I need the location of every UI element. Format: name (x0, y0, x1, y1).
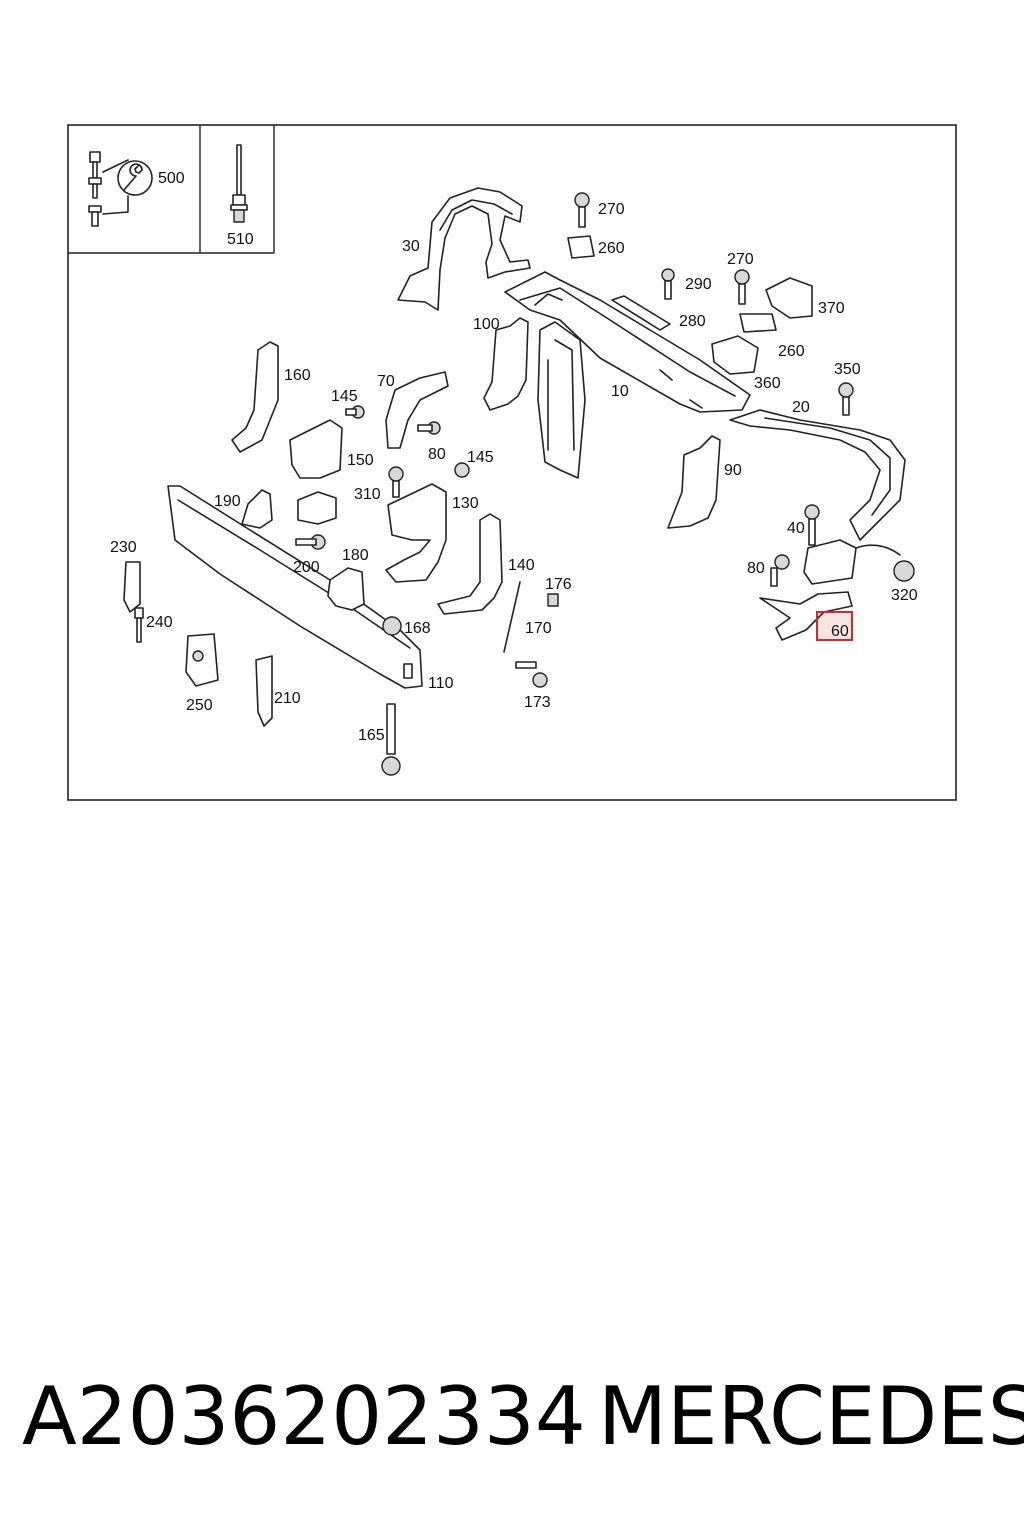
bolt-80-a (417, 421, 441, 435)
nut-168 (382, 616, 402, 636)
part-20 (729, 409, 906, 541)
inset-510-rivet (230, 144, 248, 223)
part-250 (185, 633, 219, 687)
brand-caption: MERCEDES (598, 1370, 1024, 1463)
label-80: 80 (747, 560, 765, 577)
part-100 (483, 317, 586, 479)
label-80: 80 (428, 446, 446, 463)
label-240: 240 (146, 614, 173, 631)
highlight-box (816, 611, 853, 641)
label-180: 180 (342, 547, 369, 564)
bolt-310 (388, 466, 404, 498)
bolt-290 (661, 268, 675, 300)
label-230: 230 (110, 539, 137, 556)
label-100: 100 (473, 316, 500, 333)
part-160 (231, 341, 279, 453)
part-70 (385, 371, 449, 449)
label-200: 200 (293, 559, 320, 576)
part-number-caption: A2036202334 (22, 1370, 586, 1463)
part-labels: 500 510 30 270 260 270 290 280 370 260 3… (110, 170, 918, 744)
part-110 (167, 485, 423, 689)
nut-145-b (454, 462, 470, 478)
label-290: 290 (685, 276, 712, 293)
bolt-270-a (574, 192, 590, 228)
label-360: 360 (754, 375, 781, 392)
label-130: 130 (452, 495, 479, 512)
bolt-200 (295, 534, 326, 550)
label-310: 310 (354, 486, 381, 503)
label-370: 370 (818, 300, 845, 317)
label-270: 270 (598, 201, 625, 218)
part-30 (397, 187, 531, 311)
label-60: 60 (831, 623, 849, 640)
bolt-270-b (734, 269, 750, 305)
part-10 (504, 271, 751, 413)
part-40-bracket (803, 539, 901, 585)
parts-small-brackets (567, 235, 813, 375)
diagram-frame (67, 124, 957, 801)
label-173: 173 (524, 694, 551, 711)
clip-176 (547, 593, 559, 607)
label-30: 30 (402, 238, 420, 255)
pin-240 (134, 607, 144, 643)
part-170 (503, 581, 521, 653)
bolt-350 (838, 382, 854, 416)
label-280: 280 (679, 313, 706, 330)
label-145: 145 (331, 388, 358, 405)
bolt-145-a (345, 405, 365, 419)
label-160: 160 (284, 367, 311, 384)
label-500: 500 (158, 170, 185, 187)
label-260: 260 (598, 240, 625, 257)
label-110: 110 (428, 675, 454, 692)
label-270: 270 (727, 251, 754, 268)
label-170: 170 (525, 620, 552, 637)
label-250: 250 (186, 697, 213, 714)
label-70: 70 (377, 373, 395, 390)
part-230 (123, 561, 141, 613)
inset-panel (68, 125, 275, 254)
label-140: 140 (508, 557, 535, 574)
part-140 (437, 513, 503, 615)
label-168: 168 (404, 620, 431, 637)
label-510: 510 (227, 231, 254, 248)
label-210: 210 (274, 690, 301, 707)
label-20: 20 (792, 399, 810, 416)
bolt-173 (515, 661, 548, 688)
part-150 (289, 419, 343, 525)
part-210 (255, 655, 273, 727)
grommet-320 (893, 560, 915, 582)
label-190: 190 (214, 493, 241, 510)
label-260: 260 (778, 343, 805, 360)
part-130 (385, 483, 447, 583)
label-40: 40 (787, 520, 805, 537)
label-165: 165 (358, 727, 385, 744)
part-190 (241, 489, 273, 529)
label-150: 150 (347, 452, 374, 469)
bolt-40 (804, 504, 820, 546)
bolt-165 (381, 703, 401, 776)
label-350: 350 (834, 361, 861, 378)
label-90: 90 (724, 462, 742, 479)
label-176: 176 (545, 576, 572, 593)
part-180 (327, 567, 365, 611)
part-90 (667, 435, 721, 529)
label-10: 10 (611, 383, 629, 400)
bolt-80-b (770, 554, 790, 587)
label-320: 320 (891, 587, 918, 604)
label-145: 145 (467, 449, 494, 466)
wrench-icon (117, 160, 153, 196)
inset-500-fasteners (88, 151, 129, 227)
